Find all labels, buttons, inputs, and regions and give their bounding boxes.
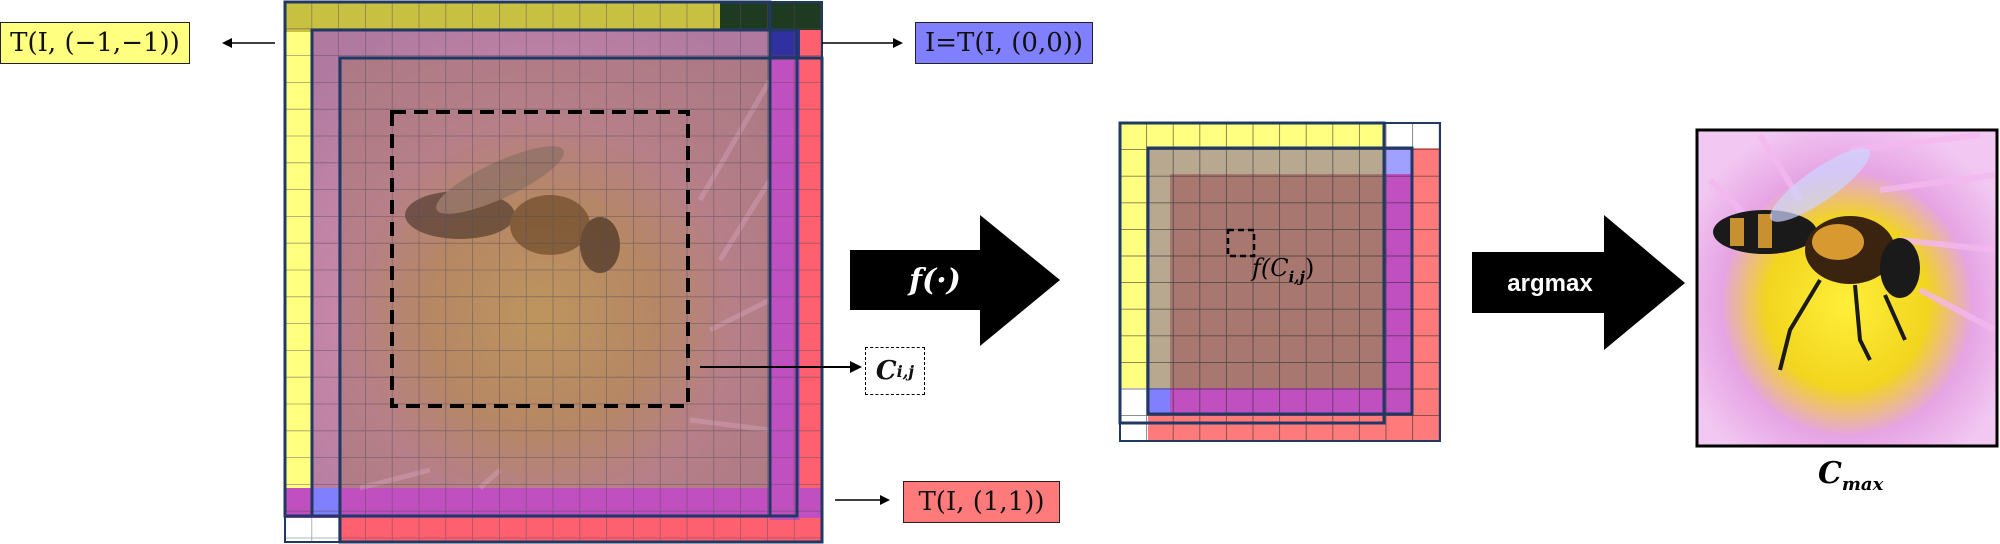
f-crop-label: f(Ci,j) <box>1252 254 1315 286</box>
label-crop-sub: i,j <box>896 361 915 381</box>
f-crop-cell <box>1226 228 1256 258</box>
f-arrow <box>850 215 1060 346</box>
f-operator-text: f(·) <box>909 262 961 298</box>
label-shift-pos-text: T(I, (1,1)) <box>918 487 1045 517</box>
f-operator-label: f(·) <box>880 258 990 302</box>
argmax-text: argmax <box>1507 270 1593 297</box>
label-shift-neg-text: T(I, (−1,−1)) <box>10 28 180 58</box>
bee-silhouette <box>405 146 620 273</box>
argmax-label: argmax <box>1495 262 1605 306</box>
frame-identity <box>310 28 799 518</box>
label-shift-neg: T(I, (−1,−1)) <box>0 22 190 64</box>
output-map <box>1118 121 1441 442</box>
cmax-image <box>1695 128 1999 448</box>
crop-box <box>390 110 690 408</box>
cmax-caption: Cmax <box>1818 456 1884 495</box>
label-identity-text: I=T(I, (0,0)) <box>924 28 1084 58</box>
label-identity: I=T(I, (0,0)) <box>915 22 1093 64</box>
argmax-arrow <box>1472 215 1685 350</box>
label-shift-pos: T(I, (1,1)) <box>903 481 1060 523</box>
label-crop-text: C <box>875 356 897 386</box>
